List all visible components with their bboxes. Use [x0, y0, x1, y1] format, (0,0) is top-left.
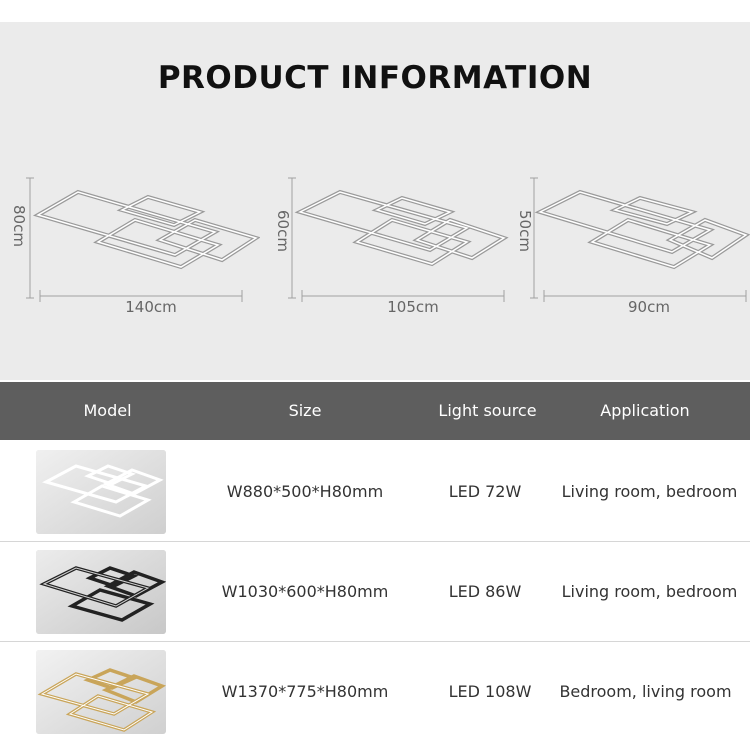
column-header-size: Size [288, 401, 322, 420]
column-header-light-source: Light source [438, 401, 537, 420]
product-thumbnail-white [36, 450, 166, 534]
product-thumbnail-black [36, 550, 166, 634]
dimension-diagram-1: 80cm 140cm [10, 170, 260, 320]
height-label: 60cm [274, 210, 292, 252]
size-cell: W1370*775*H80mm [221, 682, 389, 701]
dimension-diagram-3: 50cm 90cm [510, 170, 750, 320]
light-source-cell: LED 86W [448, 582, 522, 601]
column-header-model: Model [83, 401, 132, 420]
row-divider [0, 641, 750, 642]
lamp-drawing-icon [530, 177, 750, 302]
height-label: 80cm [10, 205, 28, 247]
height-label: 50cm [516, 210, 534, 252]
application-cell: Living room, bedroom [561, 482, 738, 501]
table-row: W880*500*H80mm LED 72W Living room, bedr… [0, 442, 750, 542]
application-cell: Bedroom, living room [559, 682, 732, 701]
column-header-application: Application [600, 401, 690, 420]
table-row: W1370*775*H80mm LED 108W Bedroom, living… [0, 642, 750, 742]
light-source-cell: LED 108W [448, 682, 532, 701]
page-title: PRODUCT INFORMATION [157, 60, 593, 96]
dimension-diagram-2: 60cm 105cm [272, 170, 522, 320]
lamp-white-icon [36, 450, 166, 534]
application-cell: Living room, bedroom [561, 582, 738, 601]
table-header: Model Size Light source Application [0, 382, 750, 440]
width-label: 105cm [387, 298, 439, 316]
size-cell: W1030*600*H80mm [221, 582, 389, 601]
lamp-black-icon [36, 550, 166, 634]
table-row: W1030*600*H80mm LED 86W Living room, bed… [0, 542, 750, 642]
width-label: 90cm [628, 298, 670, 316]
product-thumbnail-gold [36, 650, 166, 734]
lamp-drawing-icon [26, 177, 260, 302]
light-source-cell: LED 72W [448, 482, 522, 501]
width-label: 140cm [125, 298, 177, 316]
row-divider [0, 541, 750, 542]
size-cell: W880*500*H80mm [226, 482, 384, 501]
lamp-gold-icon [36, 650, 166, 734]
lamp-drawing-icon [288, 177, 509, 302]
